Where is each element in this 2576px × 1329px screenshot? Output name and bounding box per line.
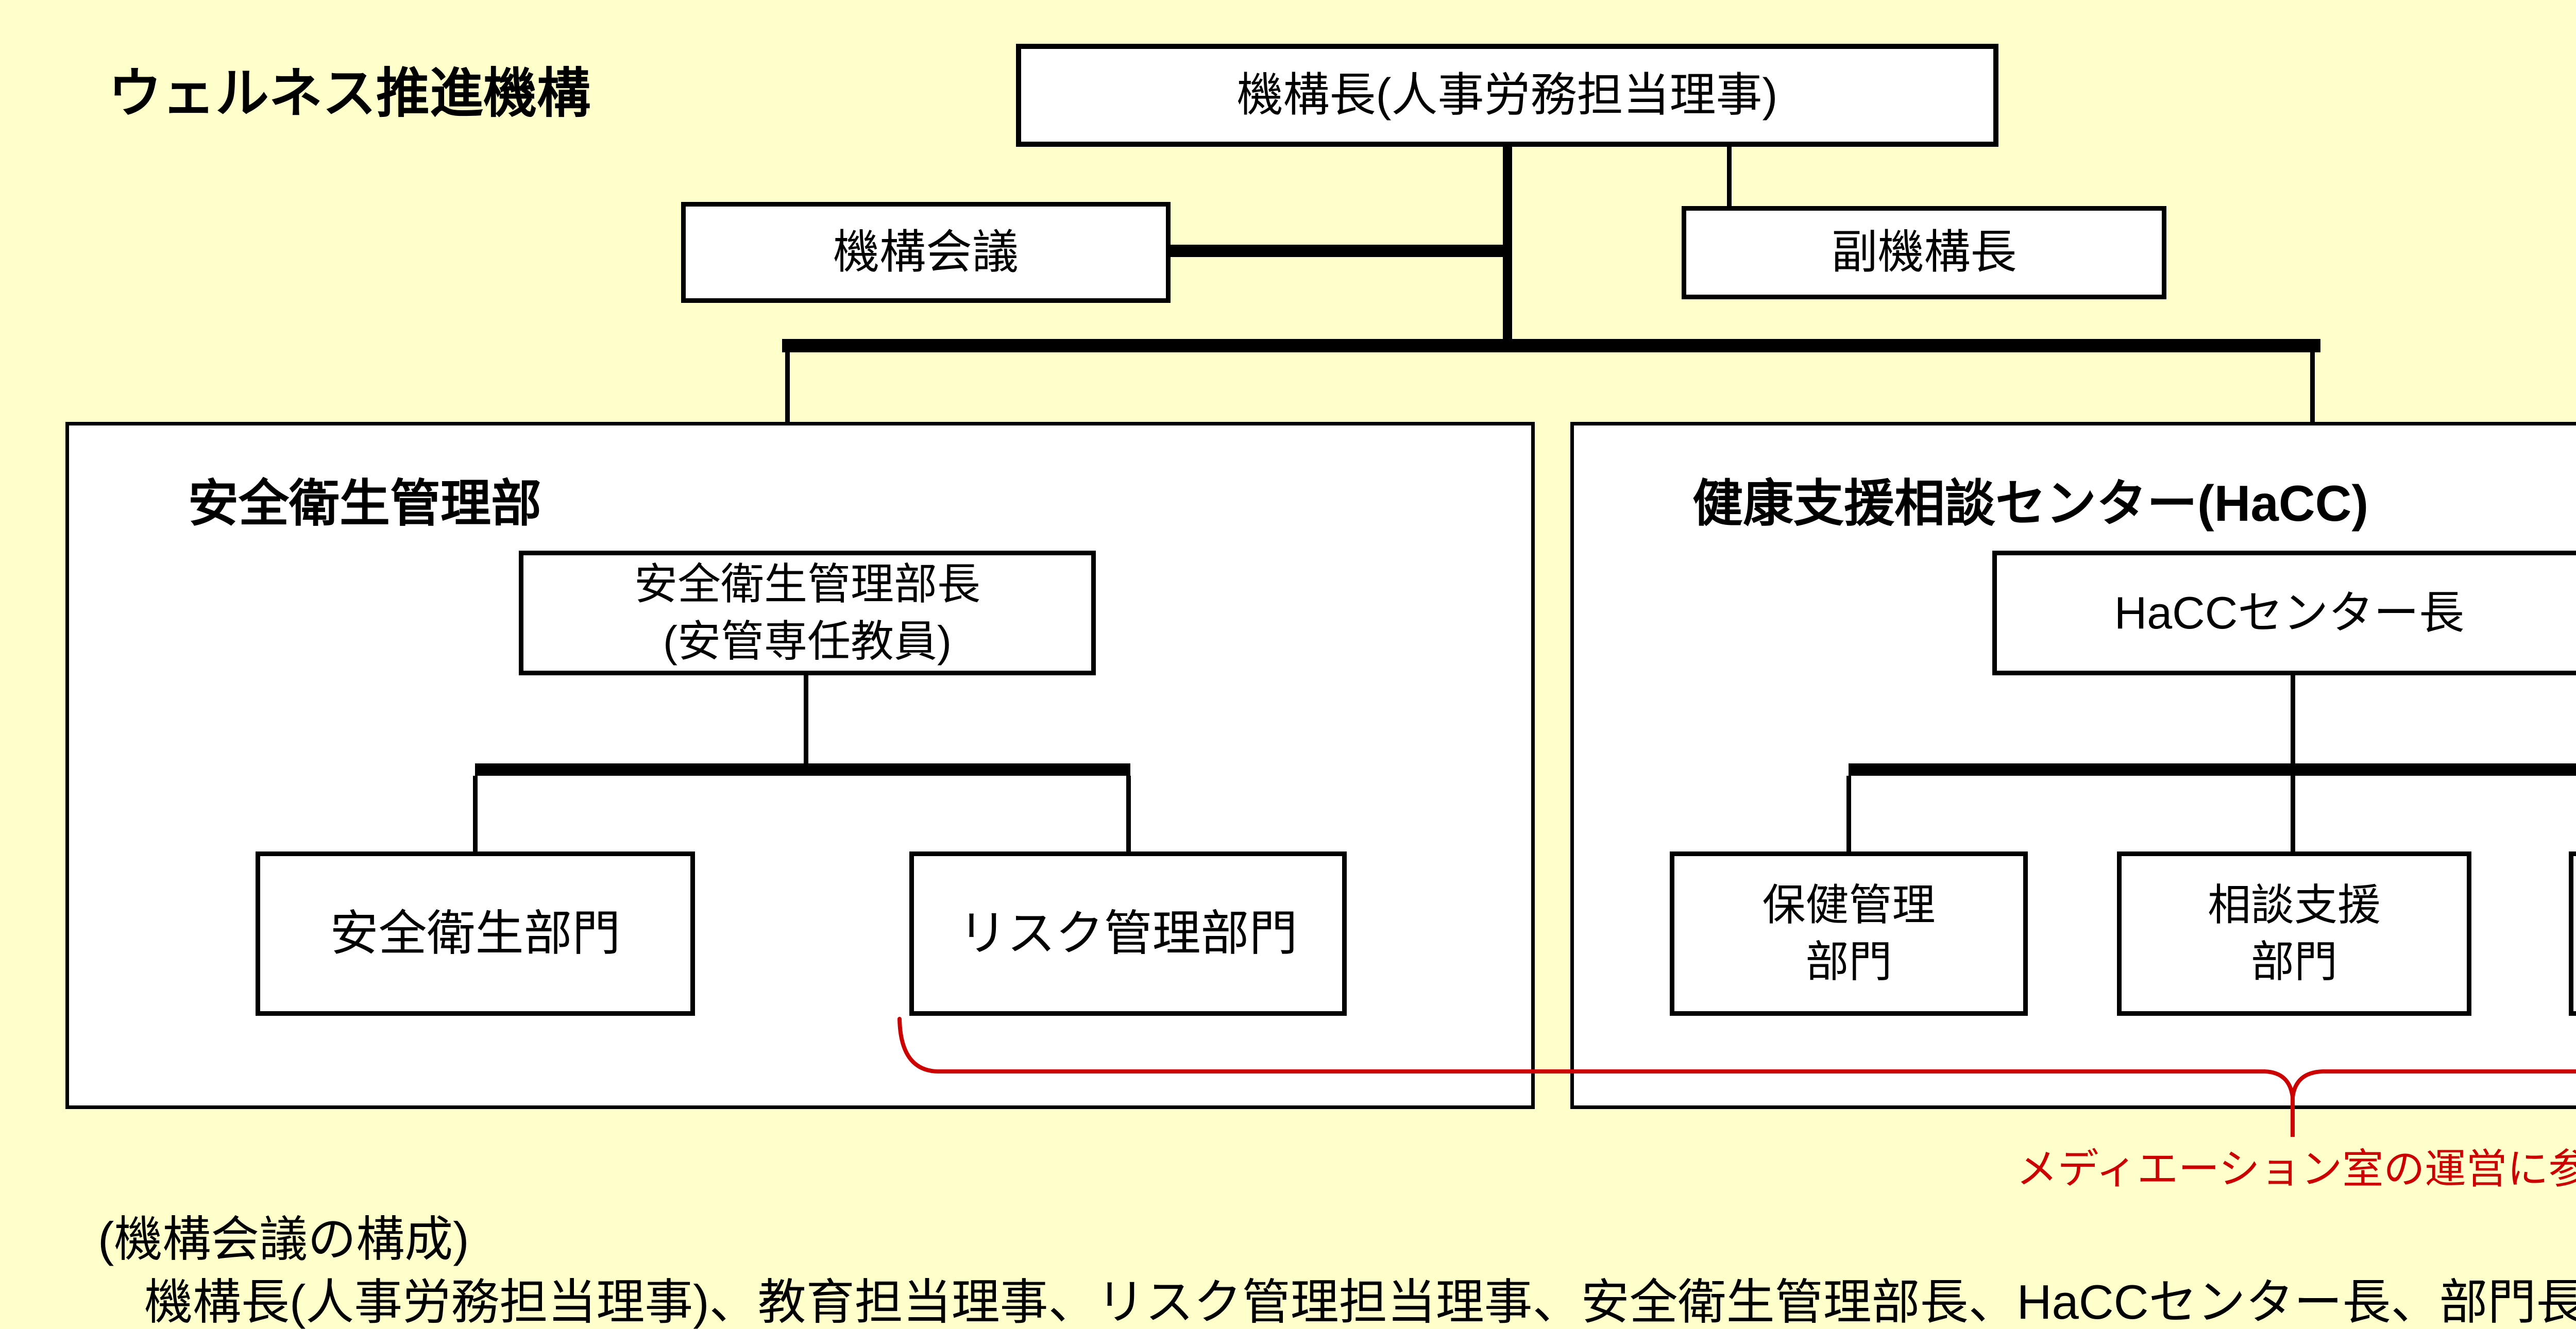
box-safety-health-director-line2: (安管専任教員) bbox=[663, 617, 952, 666]
connector-left-children-bar bbox=[475, 763, 1130, 776]
box-consult-support-division: 相談支援 部門 bbox=[2117, 851, 2471, 1016]
council-composition-heading: (機構会議の構成) bbox=[98, 1212, 469, 1266]
connector-drop-left-section bbox=[785, 352, 790, 424]
box-risk-division: リスク管理部門 bbox=[909, 851, 1347, 1016]
connector-left-director-down bbox=[804, 675, 808, 764]
box-consult-support-line2: 部門 bbox=[2250, 937, 2337, 986]
page-title: ウェルネス推進機構 bbox=[108, 64, 591, 124]
box-safety-health-director-line1: 安全衛生管理部長 bbox=[634, 560, 980, 609]
connector-head-to-split bbox=[1503, 147, 1512, 348]
box-hacc-center-head: HaCCセンター長 bbox=[1992, 551, 2576, 675]
box-safety-division: 安全衛生部門 bbox=[256, 851, 695, 1016]
connector-split-bar bbox=[782, 339, 2320, 352]
box-harassment-office: ハラスメント 相談室 bbox=[2569, 851, 2576, 1016]
section-safety-health-title: 安全衛生管理部 bbox=[188, 475, 542, 532]
box-health-division: 保健管理 部門 bbox=[1670, 851, 2028, 1016]
connector-drop-health-division bbox=[1846, 776, 1851, 853]
box-health-division-line1: 保健管理 bbox=[1762, 881, 1936, 930]
box-health-division-line2: 部門 bbox=[1805, 937, 1892, 986]
connector-drop-right-section bbox=[2310, 352, 2315, 424]
connector-drop-risk-division bbox=[1126, 776, 1131, 853]
connector-head-to-vice bbox=[1727, 147, 1732, 210]
mediation-annotation: メディエーション室の運営に参画 bbox=[2016, 1146, 2576, 1192]
box-org-council: 機構会議 bbox=[681, 202, 1171, 303]
connector-drop-safety-division bbox=[473, 776, 478, 853]
connector-council-to-main bbox=[1171, 245, 1507, 257]
box-org-head: 機構長(人事労務担当理事) bbox=[1016, 44, 1998, 147]
connector-right-children-bar bbox=[1849, 763, 2576, 776]
section-hacc-title: 健康支援相談センター(HaCC) bbox=[1692, 475, 2369, 532]
box-safety-health-director: 安全衛生管理部長 (安管専任教員) bbox=[519, 551, 1096, 675]
box-consult-support-line1: 相談支援 bbox=[2207, 881, 2381, 930]
box-vice-head: 副機構長 bbox=[1682, 206, 2166, 299]
council-composition-members: 機構長(人事労務担当理事)、教育担当理事、リスク管理担当理事、安全衛生管理部長、… bbox=[144, 1275, 2576, 1329]
